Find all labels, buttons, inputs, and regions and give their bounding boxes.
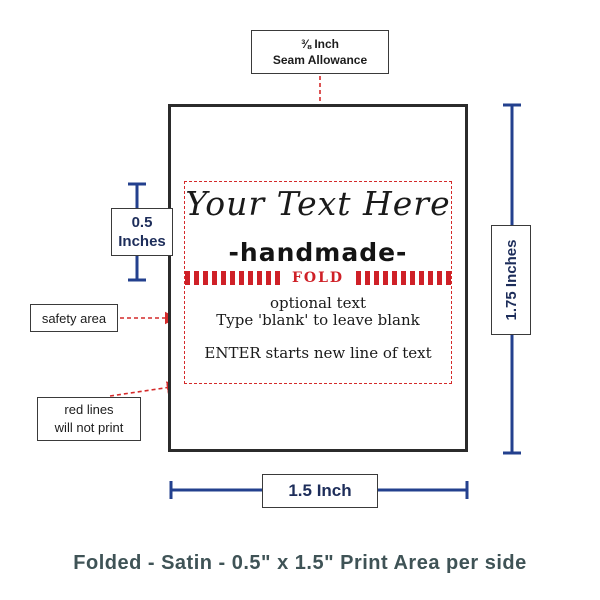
safety-area-rect	[184, 181, 452, 384]
red-lines-line2: will not print	[54, 420, 124, 435]
fold-line-band: FOLD	[185, 270, 451, 286]
fold-label: FOLD	[279, 270, 357, 286]
diagram-caption: Folded - Satin - 0.5" x 1.5" Print Area …	[73, 552, 527, 574]
seam-allowance-note: ⅜ Inch Seam Allowance	[251, 30, 389, 74]
measurement-right-label: 1.75 Inches	[491, 225, 531, 335]
red-lines-line1: red lines	[64, 401, 114, 417]
measurement-bottom-label: 1.5 Inch	[262, 474, 378, 508]
enter-note: ENTER starts new line of text	[204, 344, 432, 362]
safety-area-label: safety area	[41, 310, 107, 326]
handmade-text: -handmade-	[228, 238, 408, 267]
red-lines-note: red lines will not print	[37, 397, 141, 441]
custom-text-preview: Your Text Here	[185, 184, 451, 223]
optional-text-line-2: Type 'blank' to leave blank	[216, 311, 420, 329]
measurement-left-label: 0.5 Inches	[111, 208, 173, 256]
safety-area-note: safety area	[30, 304, 118, 332]
optional-text-line-1: optional text	[269, 294, 367, 312]
seam-allowance-line2: Seam Allowance	[272, 53, 368, 67]
seam-allowance-line1: ⅜ Inch	[300, 36, 339, 51]
